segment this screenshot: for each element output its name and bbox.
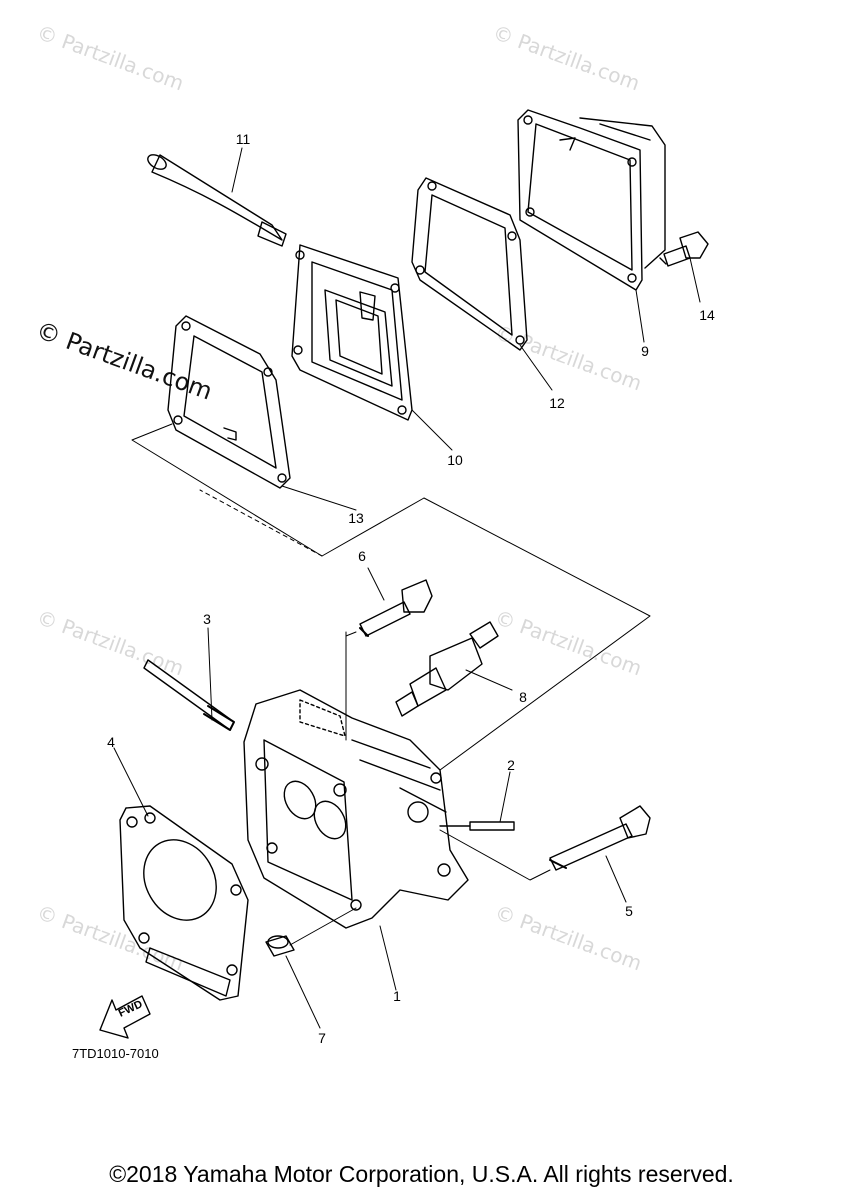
part-11-hose[interactable]	[145, 152, 287, 247]
callout-7: 7	[318, 1030, 326, 1046]
callout-13: 13	[348, 510, 364, 526]
part-9-head-cover[interactable]	[517, 109, 666, 291]
part-5-bolt[interactable]	[549, 805, 651, 871]
callout-5: 5	[625, 903, 633, 919]
callout-10: 10	[447, 452, 463, 468]
part-14-bolt[interactable]	[659, 231, 709, 267]
callout-8: 8	[519, 689, 527, 705]
callout-11: 11	[235, 131, 251, 147]
callout-4: 4	[107, 734, 115, 750]
copyright-notice: ©2018 Yamaha Motor Corporation, U.S.A. A…	[109, 1161, 734, 1187]
part-8-spark-plug[interactable]	[395, 621, 499, 717]
part-1-cylinder-head[interactable]	[243, 689, 469, 929]
part-10-breather-plate[interactable]	[291, 244, 413, 421]
part-4-head-gasket[interactable]	[119, 805, 249, 1001]
reference-lines	[131, 423, 651, 946]
callout-2: 2	[507, 757, 515, 773]
callout-9: 9	[641, 343, 649, 359]
callout-1: 1	[393, 988, 401, 1004]
callout-6: 6	[358, 548, 366, 564]
part-7-dowel[interactable]	[265, 935, 295, 957]
part-6-bolt[interactable]	[359, 579, 433, 637]
part-13-gasket[interactable]	[167, 315, 291, 489]
diagram-code: 7TD1010-7010	[72, 1046, 159, 1061]
part-12-gasket[interactable]	[411, 177, 528, 351]
callout-14: 14	[699, 307, 715, 323]
fwd-arrow	[99, 995, 151, 1039]
part-2-stud[interactable]	[439, 821, 515, 831]
callout-12: 12	[549, 395, 565, 411]
part-3-stud-bolt[interactable]	[143, 659, 235, 731]
leader-lines	[113, 147, 701, 1029]
callout-3: 3	[203, 611, 211, 627]
